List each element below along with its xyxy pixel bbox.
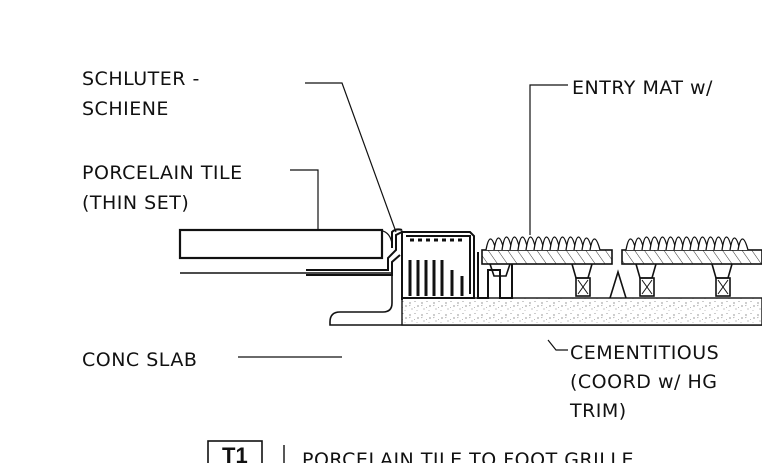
detail-title: PORCELAIN TILE TO FOOT GRILLE bbox=[302, 449, 634, 463]
label-cementitious-1: CEMENTITIOUS bbox=[570, 342, 719, 364]
callout-labels: SCHLUTER - SCHIENE ENTRY MAT w/ PORCELAI… bbox=[82, 68, 719, 422]
label-porcelain-1: PORCELAIN TILE bbox=[82, 162, 243, 184]
detail-tag-id: T1 bbox=[222, 443, 248, 463]
leader-lines bbox=[238, 82, 568, 358]
mat-module-1 bbox=[481, 236, 613, 297]
label-cementitious-3: TRIM) bbox=[569, 400, 627, 422]
label-entry-mat: ENTRY MAT w/ bbox=[572, 77, 713, 99]
label-porcelain-2: (THIN SET) bbox=[82, 192, 189, 214]
label-schluter-1: SCHLUTER - bbox=[82, 68, 200, 90]
porcelain-tile bbox=[178, 228, 393, 260]
label-schluter-2: SCHIENE bbox=[82, 98, 169, 120]
grille-frame bbox=[401, 231, 513, 299]
cementitious-bed bbox=[401, 297, 762, 326]
label-conc-slab: CONC SLAB bbox=[82, 349, 197, 371]
concrete-slab bbox=[180, 272, 762, 326]
detail-tag: T1 PORCELAIN TILE TO FOOT GRILLE bbox=[207, 440, 634, 463]
mat-module-2 bbox=[609, 236, 762, 299]
label-cementitious-2: (COORD w/ HG bbox=[570, 371, 717, 393]
